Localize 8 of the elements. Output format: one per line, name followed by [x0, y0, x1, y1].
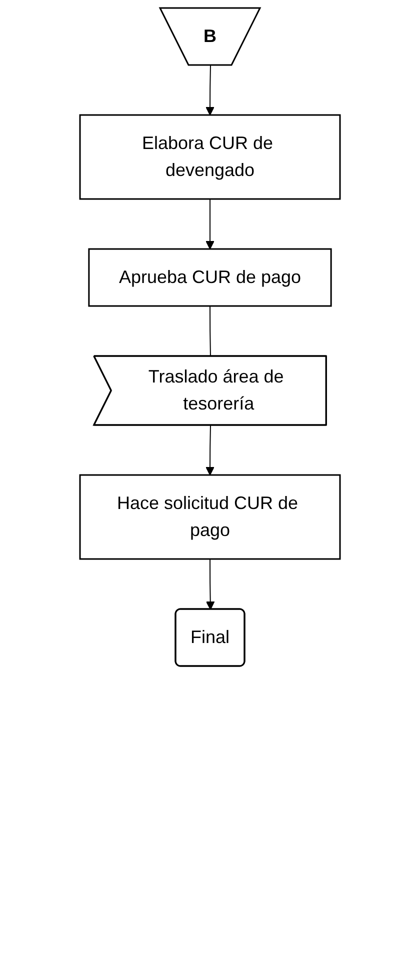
node-box: Aprueba CUR de pago — [88, 248, 332, 307]
node-box: Elabora CUR de devengado — [78, 114, 340, 200]
node-box: Hace solicitud CUR de pago — [78, 474, 340, 560]
arrow — [205, 198, 214, 250]
arrow — [205, 65, 214, 116]
arrow — [205, 558, 214, 610]
arrow — [205, 425, 214, 476]
connector — [209, 306, 210, 357]
